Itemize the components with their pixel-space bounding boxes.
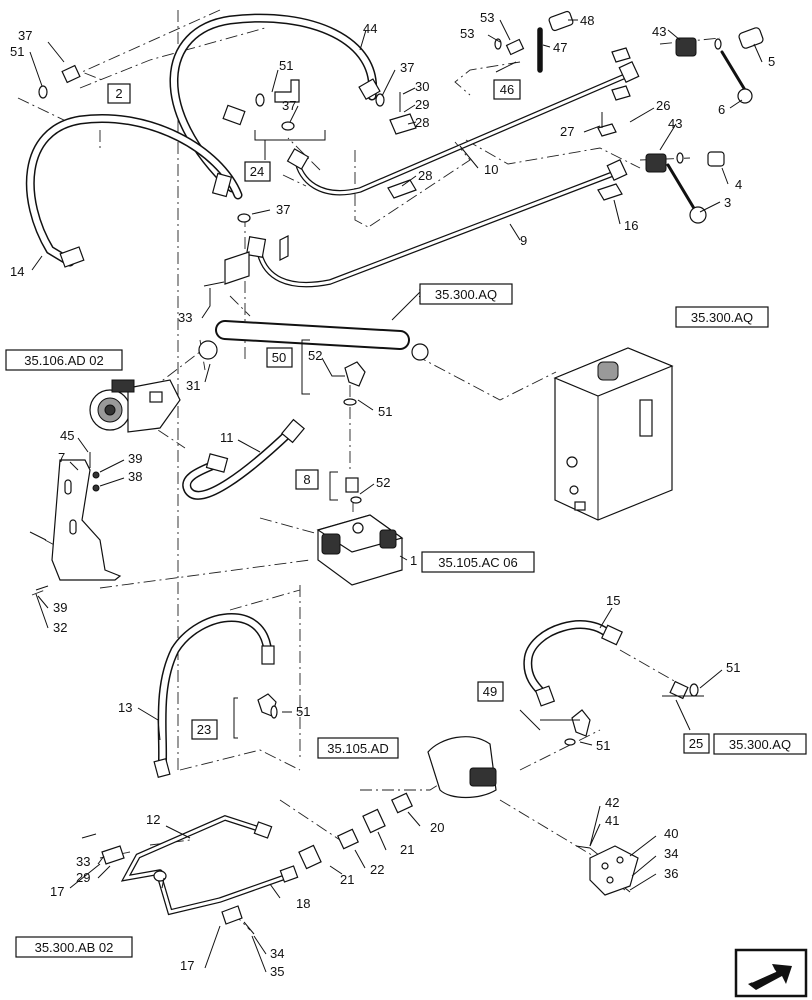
callout-20: 20: [430, 820, 444, 835]
callout-27: 27: [560, 124, 574, 139]
callout-26: 26: [656, 98, 670, 113]
callout-37: 37: [18, 28, 32, 43]
callout-34: 34: [270, 946, 284, 961]
callout-10: 10: [484, 162, 498, 177]
reference-link[interactable]: 35.300.AQ: [691, 310, 753, 325]
reference-link[interactable]: 35.300.AQ: [729, 737, 791, 752]
callout-51: 51: [726, 660, 740, 675]
bracket-7: [51, 459, 122, 581]
callout-44: 44: [363, 21, 377, 36]
callout-31: 31: [186, 378, 200, 393]
callout-42: 42: [605, 795, 619, 810]
callout-37: 37: [282, 98, 296, 113]
callout-12: 12: [146, 812, 160, 827]
callout-11: 11: [220, 430, 234, 445]
callout-15: 15: [606, 593, 620, 608]
callout-32: 32: [53, 620, 67, 635]
callout-17: 17: [50, 884, 64, 899]
callout-51: 51: [596, 738, 610, 753]
callout-21: 21: [400, 842, 414, 857]
callout-47: 47: [553, 40, 567, 55]
callout-39: 39: [53, 600, 67, 615]
callout-29: 29: [76, 870, 90, 885]
callout-49: 49: [483, 684, 497, 699]
reference-link[interactable]: 35.300.AQ: [435, 287, 497, 302]
callout-51: 51: [296, 704, 310, 719]
callout-4: 4: [735, 177, 742, 192]
callout-53: 53: [460, 26, 474, 41]
callout-17: 17: [180, 958, 194, 973]
callout-16: 16: [624, 218, 638, 233]
callout-21: 21: [340, 872, 354, 887]
callout-3: 3: [724, 195, 731, 210]
callout-45: 45: [60, 428, 74, 443]
callout-2: 2: [115, 86, 122, 101]
reference-link[interactable]: 35.106.AD 02: [24, 353, 104, 368]
callout-24: 24: [250, 164, 264, 179]
callout-22: 22: [370, 862, 384, 877]
callout-41: 41: [605, 813, 619, 828]
callout-52: 52: [376, 475, 390, 490]
next-page-arrow-icon[interactable]: [734, 948, 808, 998]
callout-43: 43: [668, 116, 682, 131]
callout-28: 28: [415, 115, 429, 130]
reference-link[interactable]: 35.300.AB 02: [35, 940, 114, 955]
boxed-callouts: 2 24 46 50 8 23 49 25: [107, 79, 710, 754]
callout-46: 46: [500, 82, 514, 97]
callout-1: 1: [410, 553, 417, 568]
callout-5: 5: [768, 54, 775, 69]
callout-25: 25: [689, 736, 703, 751]
mounting-plate-40: [589, 845, 639, 896]
callout-51: 51: [10, 44, 24, 59]
callout-29: 29: [415, 97, 429, 112]
callout-labels: 37 51 44 51 37 37 30 29 28 28 53 53 48 4…: [10, 10, 775, 979]
callout-28: 28: [418, 168, 432, 183]
callout-51: 51: [378, 404, 392, 419]
reference-link[interactable]: 35.105.AD: [327, 741, 388, 756]
leader-lines: [29, 19, 763, 973]
callout-14: 14: [10, 264, 24, 279]
callout-48: 48: [580, 13, 594, 28]
callout-52: 52: [308, 348, 322, 363]
callout-38: 38: [128, 469, 142, 484]
callout-51: 51: [279, 58, 293, 73]
oil-filter: [427, 736, 497, 799]
callout-37: 37: [400, 60, 414, 75]
control-valve: [316, 514, 404, 586]
callout-7: 7: [58, 450, 65, 465]
callout-13: 13: [118, 700, 132, 715]
callout-37: 37: [276, 202, 290, 217]
callout-23: 23: [197, 722, 211, 737]
callout-30: 30: [415, 79, 429, 94]
callout-50: 50: [272, 350, 286, 365]
callout-36: 36: [664, 866, 678, 881]
callout-34: 34: [664, 846, 678, 861]
hoses: [25, 13, 617, 775]
callout-43: 43: [652, 24, 666, 39]
reference-link[interactable]: 35.105.AC 06: [438, 555, 518, 570]
callout-9: 9: [520, 233, 527, 248]
reference-boxes[interactable]: 35.300.AQ 35.300.AQ 35.106.AD 02 35.105.…: [5, 283, 807, 958]
pump-assembly: [89, 379, 181, 433]
callout-33: 33: [76, 854, 90, 869]
callout-33: 33: [178, 310, 192, 325]
fittings: [29, 10, 764, 935]
callout-6: 6: [718, 102, 725, 117]
callout-35: 35: [270, 964, 284, 979]
callout-53: 53: [480, 10, 494, 25]
callout-39: 39: [128, 451, 142, 466]
hydraulic-reservoir: [553, 347, 674, 521]
callout-8: 8: [303, 472, 310, 487]
callout-18: 18: [296, 896, 310, 911]
callout-40: 40: [664, 826, 678, 841]
